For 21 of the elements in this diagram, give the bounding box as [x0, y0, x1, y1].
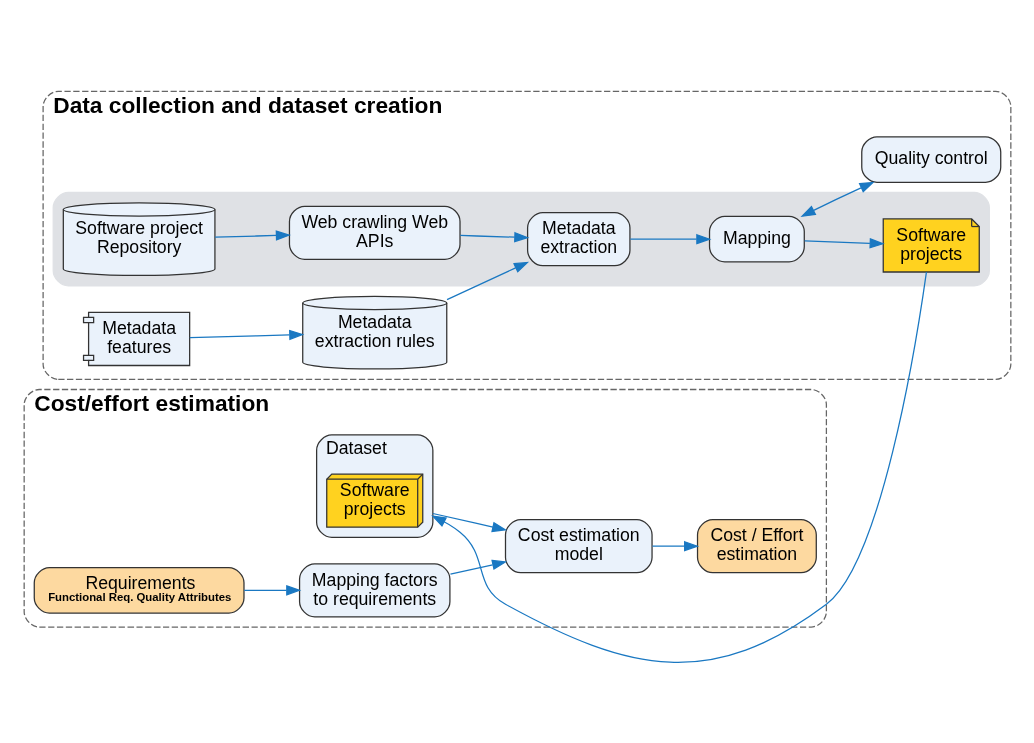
arrow: [803, 237, 885, 249]
arrow: [445, 261, 529, 300]
arrow: [449, 559, 507, 575]
node-box: Cost / Effort estimation: [696, 518, 817, 573]
arrow: [799, 181, 875, 217]
node-box: Quality control: [860, 135, 1001, 183]
arrow: [430, 271, 927, 663]
arrow: [213, 229, 291, 241]
arrow: [629, 233, 711, 244]
node-box: Web crawling Web APIs: [288, 205, 461, 260]
arrow: [459, 231, 529, 242]
node-box: Mapping: [708, 215, 805, 263]
arrow: [431, 512, 507, 532]
node-box: Requirements Functional Req. Quality Attributes: [33, 566, 245, 614]
arrow: [188, 329, 304, 340]
arrow: [243, 584, 301, 596]
node-box: Mapping factors to requirements: [298, 562, 451, 618]
arrow: [651, 540, 699, 551]
node-box: Cost estimation model: [504, 518, 653, 573]
node-box: Metadata extraction: [526, 211, 631, 266]
cluster: [52, 191, 990, 287]
